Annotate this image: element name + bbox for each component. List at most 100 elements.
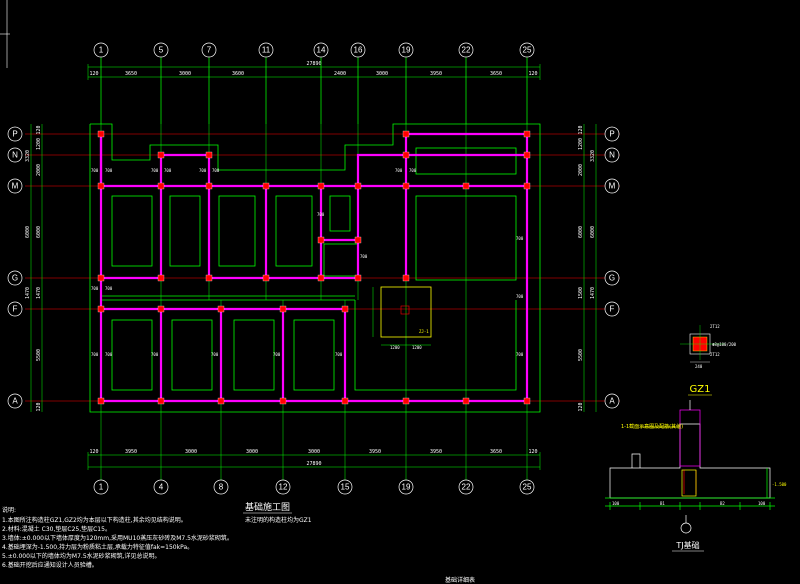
- bottom-axis-19-circle: [398, 479, 414, 495]
- bottom-axis-22-label: 22: [462, 483, 471, 492]
- top-axis-1-circle: [93, 42, 109, 58]
- note-line: 6.基础开挖后应通知设计人员验槽。: [2, 561, 98, 569]
- wall-label: 700: [91, 352, 99, 357]
- left-axis-F-circle: [7, 301, 23, 317]
- right-axis-M-label: M: [609, 182, 616, 191]
- right-axis-M-circle: [604, 178, 620, 194]
- bottom-axis-8-label: 8: [219, 483, 224, 492]
- bottom-axis-1-label: 1: [99, 483, 104, 492]
- grid-lines-red: [25, 133, 620, 402]
- top-axis-14-label: 14: [317, 46, 326, 55]
- tj-callout: 1-1截面示意图及配筋(其他): [621, 423, 683, 430]
- right-axis-F-circle: [604, 301, 620, 317]
- right-axis-A-label: A: [609, 397, 615, 406]
- right-span-6: 5500: [578, 349, 584, 361]
- top-span-6: 3950: [430, 71, 442, 77]
- top-span-2: 3000: [179, 71, 191, 77]
- wall-label: 700: [516, 352, 524, 357]
- drawing-title: 基础施工图: [245, 501, 290, 513]
- top-span-1: 3650: [125, 71, 137, 77]
- top-total-dim: 27890: [306, 61, 321, 67]
- gz1-rebar-top: 2T12: [710, 324, 720, 329]
- top-axis-11-circle: [258, 42, 274, 58]
- left-axis-N-circle: [7, 147, 23, 163]
- bottom-right-offset: 120: [528, 449, 537, 455]
- wall-label: 700: [395, 168, 403, 173]
- wall-label: 700: [91, 168, 99, 173]
- right-axis-N-label: N: [609, 151, 615, 160]
- right-span-3: 2000: [578, 164, 584, 176]
- wall-label: 700: [151, 168, 159, 173]
- gz1-title: GZ1: [690, 384, 711, 395]
- right-span-1: 120: [578, 125, 584, 134]
- wall-label: 700: [164, 168, 172, 173]
- left-span-6: 5500: [36, 349, 42, 361]
- wall-label: 700: [212, 168, 220, 173]
- top-axis-25-circle: [519, 42, 535, 58]
- left-span-7: 120: [36, 402, 42, 411]
- drawing-subtitle: 未注明的构造柱均为GZ1: [245, 516, 312, 524]
- top-dimensions: [87, 64, 541, 80]
- left-span-5: 1470: [36, 287, 42, 299]
- left-axis-P-circle: [7, 126, 23, 142]
- wall-label: 700: [317, 212, 325, 217]
- wall-label: 700: [105, 168, 113, 173]
- right-axis-P-circle: [604, 126, 620, 142]
- tj-title: TJ基础: [675, 540, 699, 550]
- top-axis-22-label: 22: [462, 46, 471, 55]
- ucs-marker: [0, 0, 10, 68]
- left-span-3: 2000: [36, 164, 42, 176]
- right-total-3: 1470: [590, 287, 596, 299]
- left-axis-F-label: F: [13, 305, 18, 314]
- wall-label: 700: [335, 352, 343, 357]
- tj-dim-b: B2: [720, 501, 725, 506]
- top-axis-25-label: 25: [523, 46, 532, 55]
- gz1-detail: [680, 325, 725, 363]
- footing-label: ZJ-1: [419, 329, 429, 334]
- top-axis-14-circle: [313, 42, 329, 58]
- bottom-span-2: 3000: [185, 449, 197, 455]
- left-axis-M-label: M: [12, 182, 19, 191]
- bottom-axis-22-circle: [458, 479, 474, 495]
- wall-label: 700: [409, 168, 417, 173]
- bottom-total-dim: 27890: [306, 461, 321, 467]
- left-axis-A-circle: [7, 393, 23, 409]
- foundation-outline: [89, 123, 541, 413]
- top-axis-5-label: 5: [159, 46, 164, 55]
- footing-zj1: [372, 286, 432, 346]
- right-span-7: 120: [578, 402, 584, 411]
- left-axis-N-label: N: [12, 151, 18, 160]
- wall-label: 700: [211, 352, 219, 357]
- wall-label: 700: [516, 294, 524, 299]
- left-axis-G-label: G: [12, 274, 18, 283]
- top-axis-5-circle: [153, 42, 169, 58]
- top-axis-7-label: 7: [207, 46, 212, 55]
- bottom-span-6: 3950: [430, 449, 442, 455]
- left-total-3: 1470: [25, 287, 31, 299]
- right-span-5: 1500: [578, 287, 584, 299]
- note-line: 4.基础埋深为-1.500,持力层为粉质粘土层,承载力特征值fak=150kPa…: [2, 543, 193, 551]
- top-axis-16-circle: [350, 42, 366, 58]
- bottom-span-5: 3950: [369, 449, 381, 455]
- wall-label: 700: [199, 168, 207, 173]
- notes-block: 说明: 1.本图所注构造柱GZ1,GZ2均为本层以下构造柱,其余均见结构说明。 …: [2, 506, 233, 569]
- left-axis-G-circle: [7, 270, 23, 286]
- bottom-axis-19-label: 19: [402, 483, 411, 492]
- top-axis-11-label: 11: [262, 46, 271, 55]
- bottom-axis-12-label: 12: [279, 483, 288, 492]
- note-line: 3.墙体:±0.000以下墙体厚度为120mm,采用MU10蒸压灰砂砖及M7.5…: [2, 534, 233, 542]
- bottom-axis-25-circle: [519, 479, 535, 495]
- top-span-4: 2400: [334, 71, 346, 77]
- top-axis-22-circle: [458, 42, 474, 58]
- right-axis-F-label: F: [610, 305, 615, 314]
- bottom-caption: 基础详细表: [445, 576, 475, 584]
- wall-label: 700: [516, 236, 524, 241]
- right-span-2: 1200: [578, 138, 584, 150]
- wall-label: 700: [105, 286, 113, 291]
- tj-dim-c: 100: [612, 501, 620, 506]
- left-axis-P-label: P: [12, 130, 17, 139]
- top-right-offset: 120: [528, 71, 537, 77]
- bottom-span-4: 3000: [308, 449, 320, 455]
